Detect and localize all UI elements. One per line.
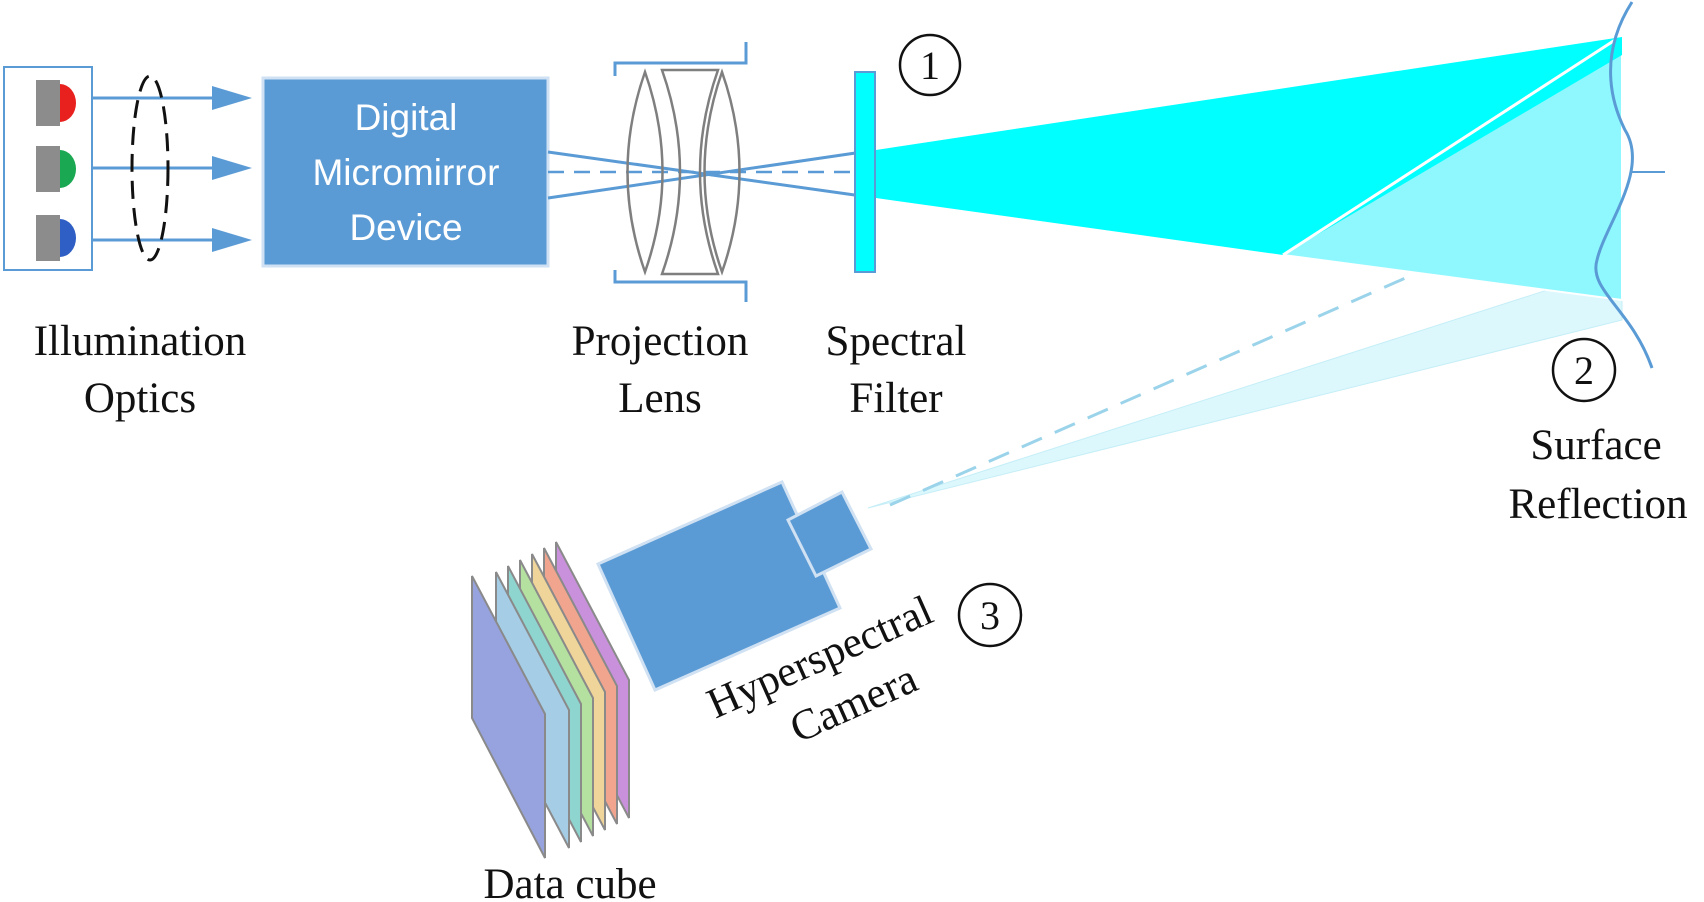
projection-lens-label-line-2: Lens: [618, 375, 702, 422]
marker-2-circle: [1551, 337, 1617, 403]
spectral-filter: [854, 71, 876, 273]
led-red-body: [36, 80, 60, 126]
led-green: [36, 146, 76, 192]
led-red-dome: [60, 84, 76, 122]
projection-rays: [547, 148, 877, 200]
camera-lens: [785, 489, 874, 579]
illumination-label-line-2: Optics: [84, 375, 196, 422]
led-green-dome: [60, 150, 76, 188]
surface-reflection-label-line-2: Reflection: [1508, 481, 1687, 528]
illumination-arrows: [92, 86, 252, 252]
data-cube: [471, 541, 630, 859]
data-cube-layer-1: [471, 575, 546, 859]
lens-barrel-bottom: [613, 270, 748, 302]
labels: Illumination Optics Projection Lens Spec…: [34, 318, 1688, 902]
camera-field-of-view: [867, 276, 1623, 509]
led-blue-body: [36, 215, 60, 261]
spectral-filter-label-line-1: Spectral: [826, 318, 967, 365]
illumination-label-line-1: Illumination: [34, 318, 247, 365]
projection-lens-label-line-1: Projection: [572, 318, 749, 365]
dmd-label-line-1: Digital: [355, 97, 458, 138]
dmd-label-line-2: Micromirror: [312, 152, 499, 193]
led-blue: [36, 215, 76, 261]
dmd-label: Digital Micromirror Device: [312, 97, 499, 248]
led-blue-dome: [60, 219, 76, 257]
marker-3-text: 3: [980, 593, 1000, 638]
surface-reflection-label-line-1: Surface: [1530, 422, 1661, 469]
marker-2: 2: [1551, 337, 1617, 403]
dmd-box: [261, 76, 550, 268]
reflection-divider: [1282, 38, 1616, 257]
marker-2-text: 2: [1574, 348, 1594, 393]
spectral-filter-label-line-2: Filter: [849, 375, 942, 422]
camera-axis-dashed: [889, 274, 1411, 507]
projection-lens: [613, 42, 748, 302]
projected-beam: [876, 37, 1622, 255]
lens-element-3: [703, 68, 741, 276]
illumination-source: [3, 66, 93, 271]
beams: [867, 37, 1623, 509]
arrowhead-1: [212, 86, 252, 110]
data-cube-label: Data cube: [483, 861, 656, 902]
led-red: [36, 80, 76, 126]
marker-3-circle: [957, 582, 1023, 648]
ray-lower: [547, 148, 877, 200]
dmd-label-line-3: Device: [349, 207, 462, 248]
marker-1: 1: [898, 33, 962, 97]
marker-3: 3: [957, 582, 1023, 648]
marker-1-circle: [898, 33, 962, 97]
condenser-lens: [130, 74, 170, 262]
arrowhead-3: [212, 228, 252, 252]
surface-curve: [1594, 1, 1654, 369]
lens-element-1: [626, 68, 664, 276]
marker-1-text: 1: [920, 43, 940, 88]
lens-element-2: [660, 68, 720, 276]
arrowhead-2: [212, 156, 252, 180]
hyperspectral-camera: [596, 480, 874, 692]
lens-barrel-top: [613, 42, 748, 76]
camera-body: [596, 480, 842, 692]
led-green-body: [36, 146, 60, 192]
